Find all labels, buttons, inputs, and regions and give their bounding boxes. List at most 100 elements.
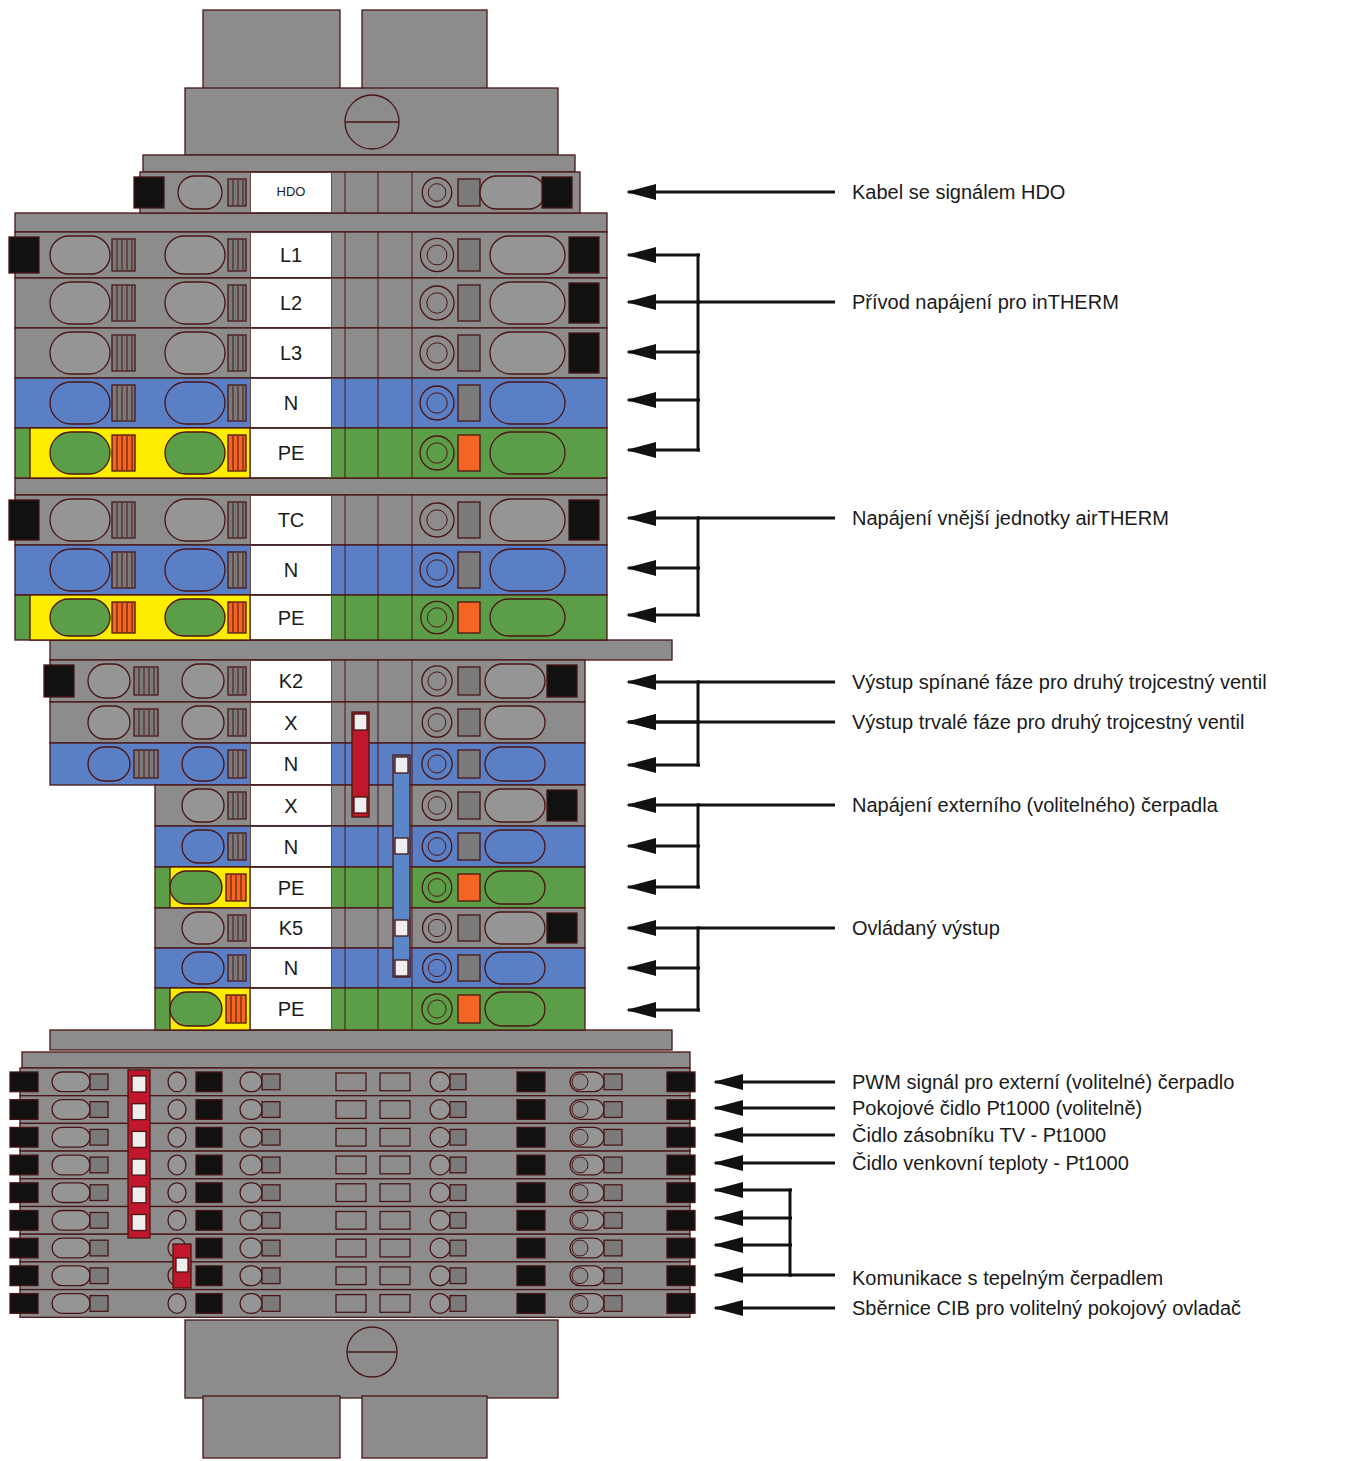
terminal-label: N <box>284 753 298 775</box>
leader-arrow <box>628 191 835 194</box>
terminal-row <box>15 545 607 595</box>
end-cap <box>667 1266 695 1286</box>
end-cap <box>196 1211 222 1231</box>
leader-line <box>698 517 835 520</box>
leader-line <box>697 517 700 617</box>
clamp-rib <box>127 386 128 420</box>
test-socket <box>422 994 452 1024</box>
divider <box>345 743 346 785</box>
terminal-label: L3 <box>280 342 302 364</box>
terminal-row <box>15 278 607 328</box>
clamp-rib <box>117 436 118 470</box>
bridge-pin <box>132 1076 146 1092</box>
spring-lever <box>165 499 225 541</box>
separator-plate <box>50 1030 672 1050</box>
test-socket <box>422 791 452 821</box>
clamp <box>450 1296 466 1312</box>
spring-lever <box>480 176 545 209</box>
spring-lever <box>490 599 565 636</box>
divider <box>345 785 346 826</box>
divider <box>412 908 413 948</box>
test-socket <box>420 503 454 537</box>
terminal-label: PE <box>278 442 305 464</box>
clamp-rib <box>238 336 239 370</box>
divider <box>345 595 346 640</box>
clamp-rib <box>127 436 128 470</box>
clamp-rib <box>238 603 239 632</box>
divider <box>345 495 346 545</box>
clamp <box>262 1240 280 1256</box>
spring-lever <box>485 747 545 781</box>
terminal-label: L2 <box>280 292 302 314</box>
clamp-rib <box>238 668 239 694</box>
leader-arrow <box>628 567 700 570</box>
test-socket <box>422 749 452 779</box>
terminal-row <box>155 988 585 1030</box>
end-cap <box>517 1266 545 1286</box>
test-socket <box>427 443 447 463</box>
clamp-rib <box>139 751 140 777</box>
divider <box>378 232 379 278</box>
terminal-row <box>15 328 607 378</box>
clamp-rib <box>238 180 239 205</box>
test-slot <box>380 1295 410 1313</box>
end-cap <box>196 1155 222 1175</box>
clamp-rib <box>117 286 118 320</box>
clamp-rib <box>233 503 234 537</box>
clamp <box>112 502 135 538</box>
clamp <box>226 995 246 1023</box>
annotation-label: Výstup spínané fáze pro druhý trojcestný… <box>852 671 1267 694</box>
divider <box>378 743 379 785</box>
clamp-rib <box>233 751 234 777</box>
bridge-pin <box>132 1131 146 1147</box>
divider <box>378 826 379 867</box>
end-cap <box>196 1294 222 1314</box>
clamp <box>228 792 246 819</box>
spring-lever <box>570 1238 604 1258</box>
spring-lever <box>240 1183 262 1203</box>
divider <box>412 378 413 428</box>
spacer <box>431 1109 432 1110</box>
clamp-rib <box>149 751 150 777</box>
screw-head <box>345 95 399 149</box>
clamp-rib <box>238 793 239 818</box>
clamp-rib <box>144 710 145 735</box>
test-socket <box>420 553 454 587</box>
test-slot <box>336 1073 366 1091</box>
test-socket <box>421 601 453 633</box>
clamp <box>90 1129 108 1145</box>
divider <box>378 908 379 948</box>
leader-arrow <box>715 1107 835 1110</box>
test-slot <box>380 1073 410 1091</box>
clamp-rib <box>236 875 237 900</box>
end-cap <box>547 665 577 697</box>
terminal-label-cell: X <box>250 703 332 742</box>
clamp-rib <box>122 336 123 370</box>
pe-marking <box>30 428 250 478</box>
divider <box>412 428 413 478</box>
clamp-rib <box>132 503 133 537</box>
leader-arrow <box>628 254 700 257</box>
clamp-rib <box>139 668 140 694</box>
divider <box>345 908 346 948</box>
spring-lever <box>165 332 225 374</box>
clamp <box>458 915 480 941</box>
clamp-rib <box>233 180 234 205</box>
bridge-pin <box>395 838 408 854</box>
spring-lever <box>570 1266 604 1286</box>
clamp <box>604 1240 622 1256</box>
end-cap <box>569 333 599 373</box>
spring-lever <box>88 706 130 739</box>
terminal-label-cell: K2 <box>250 661 332 701</box>
end-cap <box>196 1183 222 1203</box>
spacer <box>431 1275 432 1276</box>
spring-lever <box>430 1238 450 1258</box>
test-socket <box>423 954 452 983</box>
terminal-body <box>155 867 585 908</box>
end-cover <box>203 10 340 90</box>
test-socket <box>420 336 454 370</box>
clamp-rib <box>139 710 140 735</box>
clamp <box>458 179 480 206</box>
test-socket <box>427 245 447 265</box>
end-cap <box>9 500 39 540</box>
